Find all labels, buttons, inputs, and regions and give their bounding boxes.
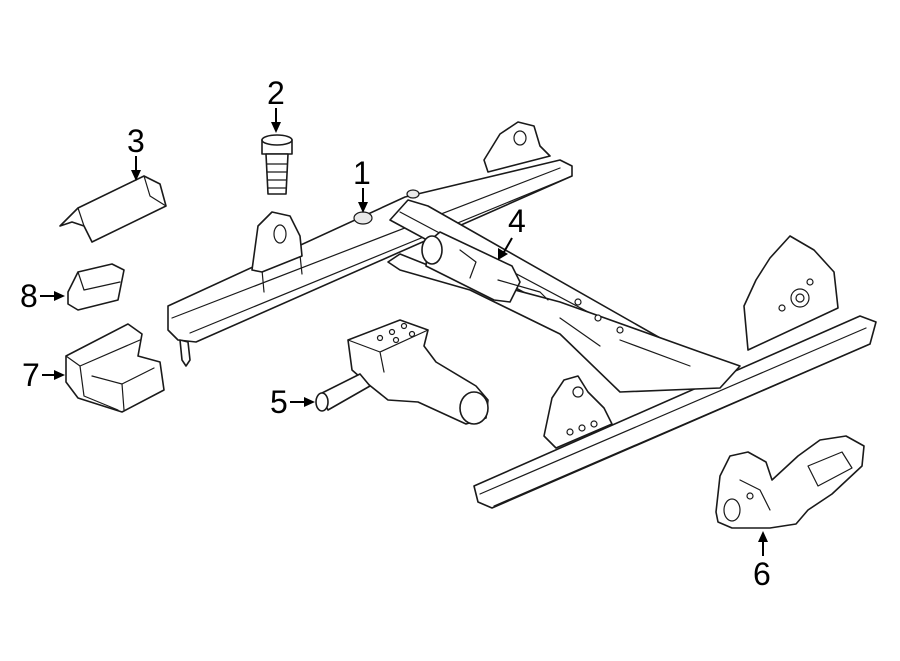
- callout-1-label: 1: [353, 155, 371, 191]
- callout-5: 5: [270, 384, 315, 420]
- callout-7: 7: [22, 357, 65, 393]
- callout-2: 2: [267, 75, 285, 133]
- callout-7-label: 7: [22, 357, 40, 393]
- callout-8-label: 8: [20, 278, 38, 314]
- power-seat-motor: [315, 319, 489, 425]
- callout-1: 1: [353, 155, 371, 213]
- callout-8: 8: [20, 278, 65, 314]
- callout-4: 4: [498, 203, 526, 260]
- callout-2-label: 2: [267, 75, 285, 111]
- end-cap: [67, 263, 125, 311]
- bolt: [261, 134, 293, 195]
- motor-bracket: [715, 435, 865, 529]
- callout-6: 6: [753, 531, 771, 592]
- callout-6-label: 6: [753, 556, 771, 592]
- callout-3: 3: [127, 123, 145, 181]
- end-cover: [65, 323, 165, 413]
- callout-5-label: 5: [270, 384, 288, 420]
- motor-4: [421, 231, 549, 303]
- track-cover: [59, 175, 167, 243]
- callout-4-label: 4: [508, 203, 526, 239]
- callout-3-label: 3: [127, 123, 145, 159]
